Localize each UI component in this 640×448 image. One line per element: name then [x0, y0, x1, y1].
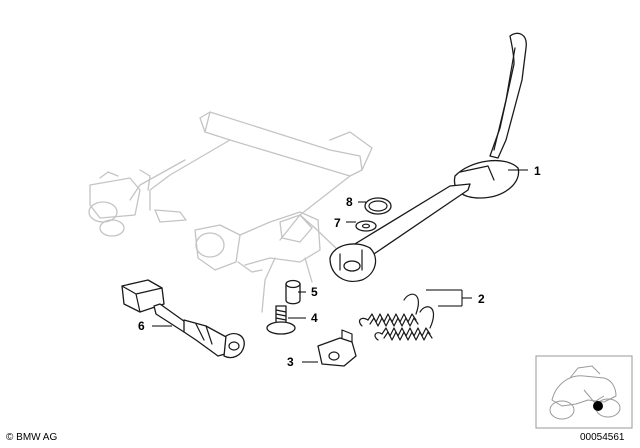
center-stand-context: [88, 111, 373, 313]
bushing-part: [285, 279, 301, 305]
circlip-part: [364, 197, 392, 215]
side-stand-switch-part: [121, 279, 245, 359]
callout-2: 2: [478, 292, 485, 306]
pivot-bolt-part: [266, 305, 296, 335]
leader-lines: [152, 169, 528, 363]
motorcycle-location-icon: [535, 355, 633, 429]
callout-labels: 1 2 3 4 5 6 7 8: [138, 164, 541, 369]
callout-6: 6: [138, 319, 145, 333]
callout-3: 3: [287, 355, 294, 369]
callout-1: 1: [534, 164, 541, 178]
side-stand-part: [329, 32, 527, 282]
copyright-text: © BMW AG: [6, 432, 58, 443]
springs-part: [358, 293, 435, 341]
callout-4: 4: [311, 311, 318, 325]
callout-7: 7: [334, 216, 341, 230]
location-marker: [593, 401, 603, 411]
washer-part: [355, 220, 377, 232]
bracket-part: [317, 329, 357, 367]
callout-8: 8: [346, 195, 353, 209]
diagram-number: 00054561: [580, 432, 625, 443]
callout-5: 5: [311, 285, 318, 299]
